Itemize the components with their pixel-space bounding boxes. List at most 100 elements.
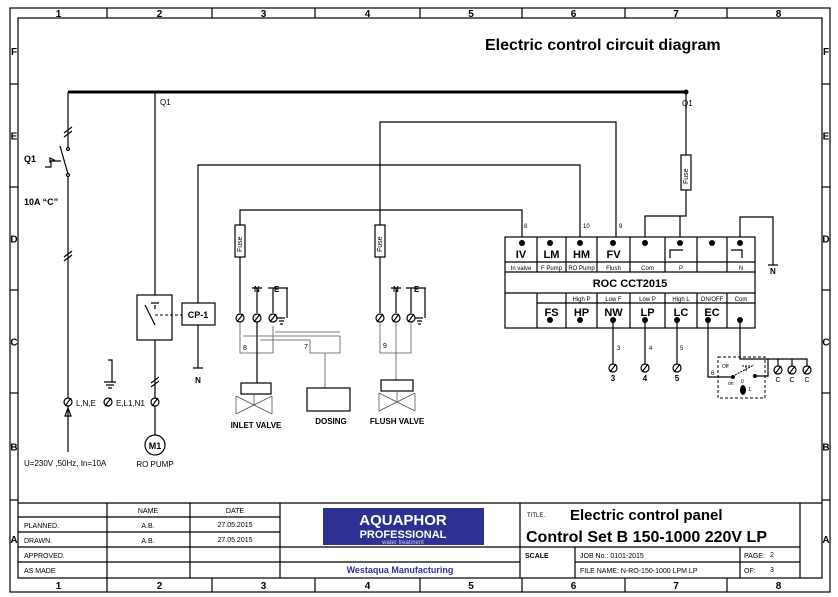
page-label: PAGE: (744, 553, 765, 560)
controller-bottom-code: FS (544, 307, 558, 319)
flush-valve-label: FLUSH VALVE (370, 417, 425, 426)
controller-bottom-code: LC (674, 307, 689, 319)
q1-label-right: Q1 (682, 99, 693, 108)
wire-5-label: 5 (680, 346, 684, 352)
sign-date: 27.05.2015 (217, 537, 252, 544)
controller-pin (709, 240, 715, 246)
row-label: A (10, 535, 17, 546)
wire-8-label: 8 (243, 345, 247, 352)
controller-bottom-sublabel: High P (572, 297, 590, 303)
controller-pin (642, 240, 648, 246)
breaker-label: Q1 (24, 154, 36, 164)
controller-bottom-code: NW (604, 307, 623, 319)
inlet-wire (239, 209, 523, 240)
column-label: 1 (56, 9, 62, 20)
c-terminal (773, 365, 783, 375)
wire-7-label: 7 (304, 344, 308, 351)
switch-off-label: Off (722, 364, 729, 370)
diagram-title: Electric control circuit diagram (485, 37, 721, 54)
controller-top-sublabel: P (679, 266, 683, 272)
c-terminal-label: C (804, 377, 809, 384)
role-label: AS MADE (24, 568, 56, 575)
neutral-label: N (254, 285, 260, 294)
column-label: 3 (261, 9, 267, 20)
breaker-q1: Q1 10A “C” (24, 92, 73, 398)
title-label: TITLE. (527, 513, 545, 519)
terminal (375, 313, 385, 323)
column-label: 8 (776, 9, 782, 20)
flush-wire (379, 121, 617, 240)
controller-top-sublabel: Flush (606, 266, 621, 272)
aquaphor-logo: AQUAPHOR PROFESSIONAL water treatment (323, 508, 484, 546)
controller-bottom-code: LP (640, 307, 654, 319)
column-label: 3 (261, 581, 267, 592)
header-date: DATE (226, 508, 244, 515)
c-terminal-label: C (789, 377, 794, 384)
column-label: 4 (365, 9, 371, 20)
row-label: A (822, 535, 829, 546)
fuse-label-3: Fuse (683, 168, 690, 184)
role-label: APPROVED. (24, 553, 65, 560)
controller-top-sublabel: Com (641, 266, 654, 272)
terminal (268, 313, 278, 323)
controller-top-code: HM (573, 249, 590, 261)
column-label: 4 (365, 581, 371, 592)
controller-pin (577, 240, 583, 246)
inlet-valve-label: INLET VALVE (231, 421, 282, 430)
column-label: 7 (673, 9, 679, 20)
page-number: 2 (770, 552, 774, 559)
column-label: 1 (56, 581, 62, 592)
supply-terminals: L,N,E E,L1,N1 U=230V ,50Hz, In=10A (24, 359, 145, 468)
terminal-label-lne: L,N,E (76, 399, 96, 408)
column-label: 7 (673, 581, 679, 592)
controller-pin (737, 240, 743, 246)
controller-bottom-sublabel: Low F (605, 297, 622, 303)
controller-top-sublabel: RO Pump (568, 266, 595, 272)
controller-top-sublabel: In valve (511, 266, 532, 272)
role-label: PLANNED. (24, 523, 59, 530)
sensor-terminal (608, 363, 618, 373)
column-label: 2 (157, 581, 163, 592)
sensor-terminal (672, 363, 682, 373)
terminal (391, 313, 401, 323)
flush-circuit: Fuse N E 9 FLUSH VALVE (370, 224, 426, 426)
pump-circuit: M1 RO PUMP (136, 92, 182, 469)
file-name: FILE NAME: N-RO-150-1000 LPM LP (580, 568, 698, 575)
row-label: B (822, 443, 829, 454)
column-label: 6 (571, 9, 577, 20)
company-name: Westaqua Manufacturing (347, 565, 454, 575)
neutral-label: N (195, 376, 201, 385)
column-label: 8 (776, 581, 782, 592)
of-label: OF: (744, 568, 756, 575)
wire-10-label: 10 (583, 224, 590, 230)
logo-line1: AQUAPHOR (359, 512, 447, 529)
terminal-number: 3 (611, 374, 616, 383)
row-label: C (10, 338, 17, 349)
signer-name: A.B. (141, 523, 154, 530)
fuse-label-1: Fuse (237, 236, 244, 252)
controller-pin (610, 240, 616, 246)
terminal-number: 4 (643, 374, 648, 383)
wire-9-label: 9 (619, 224, 623, 230)
row-label: F (823, 47, 829, 58)
column-label: 2 (157, 9, 163, 20)
switch-zero-label: 0 (741, 379, 744, 385)
q1-label-left: Q1 (160, 98, 171, 107)
row-label: E (823, 132, 830, 143)
dosing-label: DOSING (315, 417, 347, 426)
terminal-label-el1n1: E,L1,N1 (116, 399, 145, 408)
cp1-label: CP-1 (188, 310, 209, 320)
terminal (252, 313, 262, 323)
controller-feed: Fuse N (644, 92, 778, 276)
switch-on-label: on (728, 381, 734, 387)
row-label: D (822, 235, 829, 246)
pressure-switch-cp1: CP-1 N (181, 164, 581, 385)
wire-6-label: 6 (711, 371, 715, 377)
title-block: NAME DATE PLANNED.A.B.27.05.2015DRAWN.A.… (18, 502, 822, 578)
role-label: DRAWN. (24, 538, 52, 545)
controller-bottom-code: HP (574, 307, 589, 319)
c-terminal (802, 365, 812, 375)
row-label: E (11, 132, 18, 143)
